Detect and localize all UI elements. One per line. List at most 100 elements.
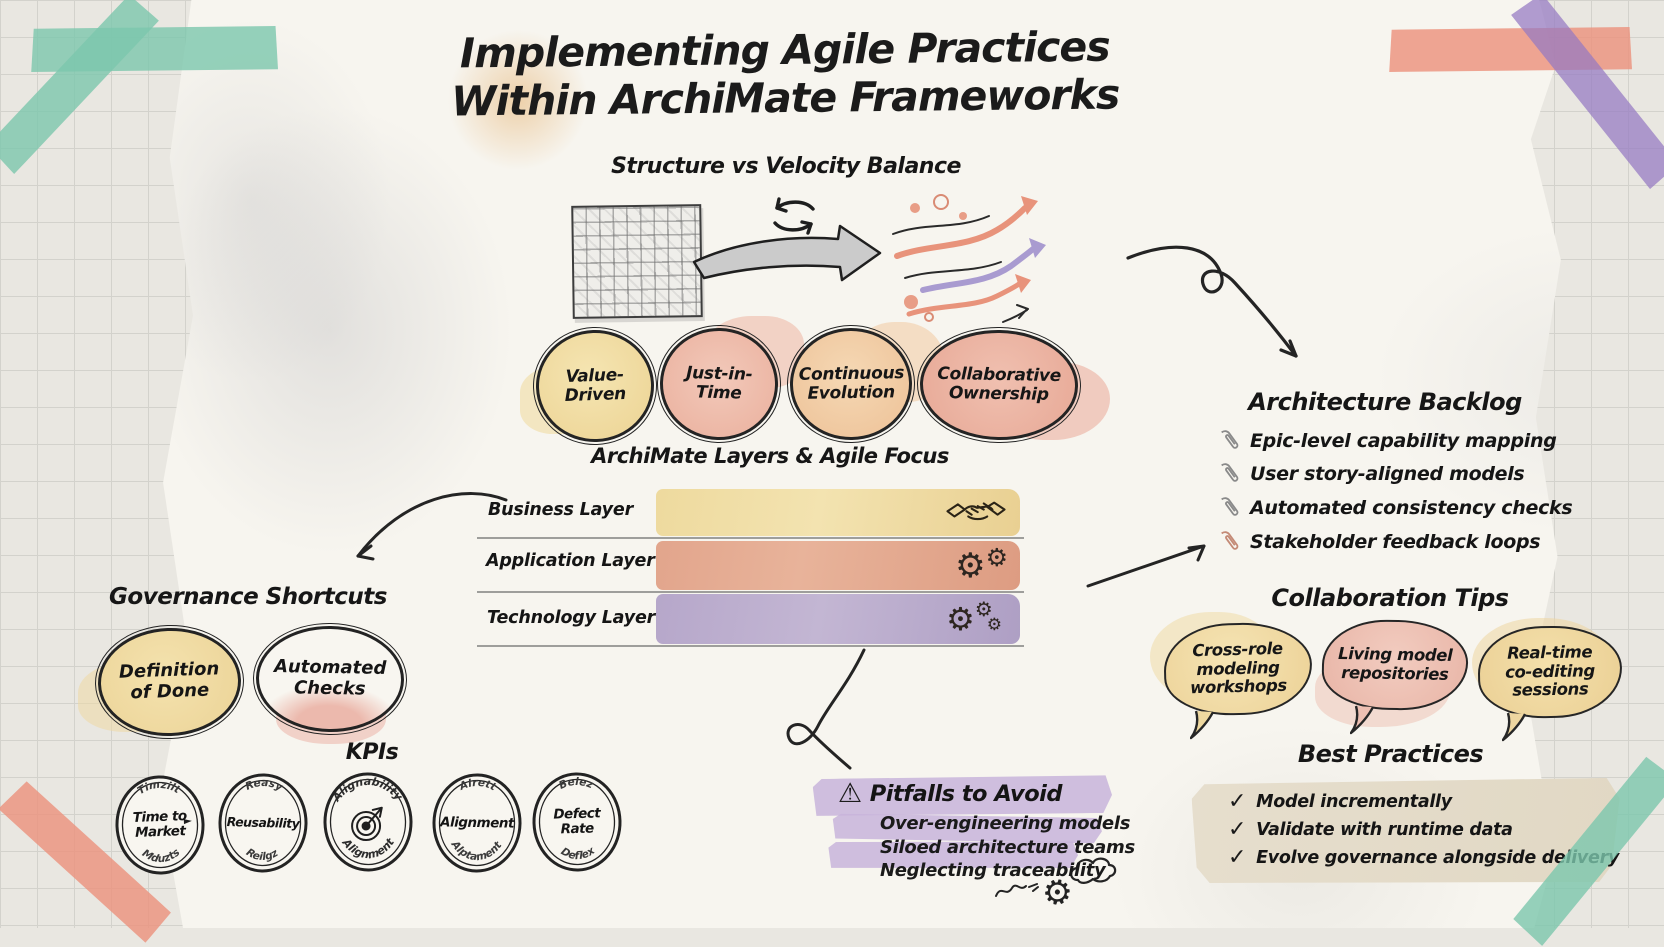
paperclip-icon [1221, 531, 1239, 550]
kpi-ring-icon: Alrett Alptament [432, 773, 522, 873]
check-icon: ✓ [1228, 789, 1247, 814]
transform-arrow-icon [692, 224, 882, 282]
arrow-to-governance-icon [356, 492, 508, 561]
kpi-badge-alignment: Alrett Alptament Alignment [430, 771, 524, 875]
kpi-deco-bottom: Reilgz [244, 846, 281, 864]
backlog-item: Automated consistency checks [1218, 494, 1573, 522]
kpi-badge-defect-rate: Belez Deflex Defect Rate [530, 770, 625, 874]
kpi-ring-icon: Timzilt Mduzts [115, 775, 205, 875]
kpi-ring-icon: Belez Deflex [532, 772, 622, 872]
pitfall-item: Over-engineering models [880, 813, 1131, 834]
collab-bubble-living-model: Living model repositories [1321, 618, 1469, 712]
governance-badge-label: Definition of Done [118, 658, 220, 704]
kpi-badge-reusability: Reasy Reilgz Reusability [216, 771, 311, 875]
layer-divider [477, 537, 1024, 539]
balance-heading: Structure vs Velocity Balance [611, 154, 961, 179]
speech-tail-icon [1350, 705, 1375, 735]
backlog-item-label: Stakeholder feedback loops [1250, 531, 1541, 553]
svg-text:Reasy: Reasy [243, 776, 285, 794]
layer-label-application: Application Layer [486, 551, 655, 571]
squiggle-icon [995, 883, 1039, 897]
layer-label-business: Business Layer [488, 500, 633, 520]
page-title-line2: Within ArchiMate Frameworks [450, 70, 1120, 126]
collab-bubble-label: Cross-role modeling workshops [1189, 638, 1288, 698]
target-icon [351, 806, 383, 842]
layer-bar-technology: ⚙⚙⚙ [656, 594, 1020, 644]
page-title: Implementing Agile Practices Within Arch… [430, 22, 1141, 126]
page-title-line1: Implementing Agile Practices [459, 22, 1110, 78]
pitfalls-list: Over-engineering models Siloed architect… [880, 812, 1135, 883]
layer-divider [477, 591, 1024, 593]
layers-heading: ArchiMate Layers & Agile Focus [591, 444, 949, 468]
governance-heading: Governance Shortcuts [109, 584, 387, 610]
principle-label: Just-in-Time [685, 363, 753, 404]
handshake-icon [946, 501, 1006, 520]
check-icon: ✓ [1228, 845, 1247, 870]
cycle-icon [773, 197, 815, 235]
gear-icon: ⚙ [946, 600, 975, 638]
kpi-badge-alignability: Alignability Alignment [321, 770, 415, 874]
kpi-ring-icon: Alignability Alignment [323, 772, 413, 872]
layer-bar-business [656, 489, 1020, 536]
backlog-item-label: User story-aligned models [1250, 463, 1525, 485]
warning-icon: ⚠ [838, 778, 862, 809]
torn-paper-sheet [159, 0, 1561, 928]
pitfall-item: Neglecting traceability [880, 860, 1106, 881]
infographic-canvas: Implementing Agile Practices Within Arch… [0, 0, 1664, 928]
pitfalls-heading-label: Pitfalls to Avoid [869, 780, 1063, 807]
backlog-item: User story-aligned models [1218, 460, 1525, 488]
paperclip-icon [1221, 497, 1239, 516]
backlog-item-label: Automated consistency checks [1250, 497, 1573, 519]
gear-icon: ⚙ [974, 597, 993, 621]
kpis-heading: KPIs [345, 740, 399, 765]
best-practices-heading: Best Practices [1297, 740, 1484, 768]
svg-text:Deflex: Deflex [558, 844, 598, 863]
svg-text:Reilgz: Reilgz [244, 846, 281, 864]
best-practice-label: Evolve governance alongside delivery [1256, 848, 1620, 868]
kpi-label: Reusability [226, 814, 300, 832]
paperclip-icon [1221, 430, 1239, 449]
kpi-label: Alignment [439, 813, 515, 832]
principle-label: Continuous Evolution [798, 363, 905, 404]
principle-label: Collaborative Ownership [937, 363, 1062, 405]
collaboration-heading: Collaboration Tips [1271, 584, 1509, 612]
gear-icon: ⚙ [986, 614, 1002, 635]
speech-tail-icon [1502, 712, 1527, 742]
structure-grid-icon [571, 204, 703, 319]
check-icon: ✓ [1228, 817, 1247, 842]
pitfalls-heading: ⚠ Pitfalls to Avoid [838, 780, 1062, 807]
curl-line-icon [786, 648, 866, 770]
backlog-item-label: Epic-level capability mapping [1250, 430, 1557, 452]
speech-tail-icon [1190, 710, 1215, 740]
principle-label: Value-Driven [564, 364, 627, 407]
paperclip-icon [1221, 463, 1239, 482]
layer-label-technology: Technology Layer [487, 608, 656, 628]
layer-divider [477, 645, 1024, 647]
best-practice-item: ✓ Evolve governance alongside delivery [1228, 847, 1619, 869]
best-practice-label: Model incrementally [1256, 792, 1452, 812]
flow-arrows-icon [892, 194, 1046, 323]
backlog-heading: Architecture Backlog [1248, 388, 1522, 416]
arrow-to-backlog-item-icon [1086, 544, 1206, 588]
governance-badge-label: Automated Checks [273, 656, 387, 700]
kpi-label: Defect Rate [553, 805, 601, 838]
layer-bar-application: ⚙⚙ [656, 541, 1020, 590]
cloud-icon [1070, 857, 1117, 884]
best-practice-label: Validate with runtime data [1256, 820, 1513, 840]
best-practice-item: ✓ Validate with runtime data [1228, 819, 1513, 841]
pitfall-item: Siloed architecture teams [880, 836, 1135, 858]
kpi-ring-icon: Reasy Reilgz [218, 773, 308, 873]
collab-bubble-label: Living model repositories [1337, 644, 1453, 684]
kpi-deco-top: Reasy [243, 776, 285, 794]
arrow-to-backlog-icon [1126, 245, 1298, 358]
backlog-item: Epic-level capability mapping [1218, 427, 1557, 455]
gear-icon: ⚙ [985, 543, 1008, 572]
gear-icon: ⚙ [955, 545, 986, 586]
flag-doodle-icon [183, 819, 192, 834]
kpi-badge-time-to-market: Timzilt Mduzts Time to Market [112, 772, 208, 877]
backlog-item: Stakeholder feedback loops [1218, 528, 1541, 556]
collab-bubble-label: Real-time co-editing sessions [1504, 641, 1596, 701]
best-practice-item: ✓ Model incrementally [1228, 791, 1452, 813]
title-wash-blob [448, 30, 588, 170]
kpi-label: Time to Market [132, 808, 187, 841]
